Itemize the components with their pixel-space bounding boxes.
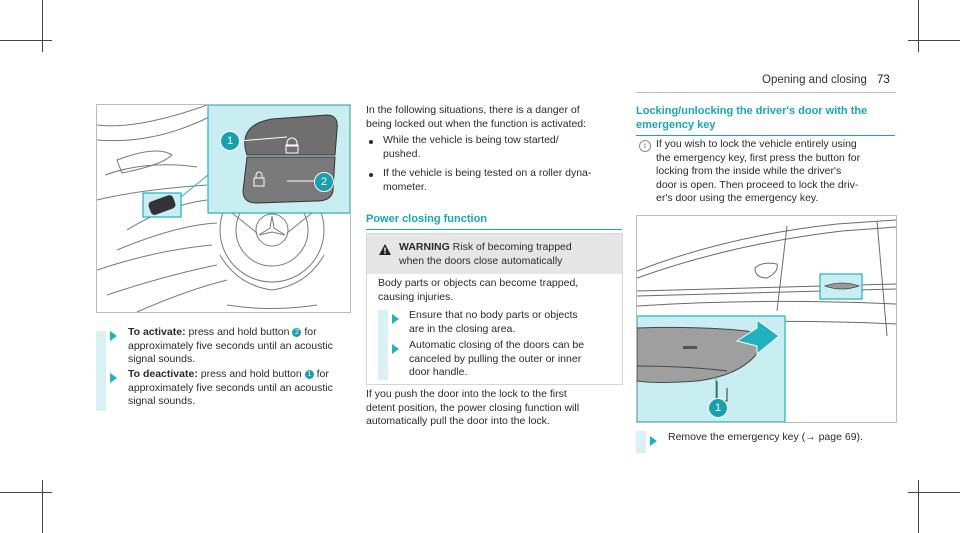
activate-line3: signal sounds. bbox=[128, 353, 196, 366]
warning-step-line: door handle. bbox=[409, 366, 468, 379]
bullet-item: While the vehicle is being tow started/ … bbox=[383, 134, 623, 161]
info-line: locking from the inside while the driver… bbox=[656, 165, 842, 178]
section-rule bbox=[636, 135, 895, 136]
crop-mark bbox=[918, 480, 919, 533]
header-rule bbox=[636, 92, 896, 93]
crop-mark bbox=[42, 0, 43, 52]
bullet-line: While the vehicle is being tow started/ bbox=[383, 134, 559, 146]
crop-mark bbox=[908, 492, 960, 493]
deactivate-step: To deactivate: press and hold button 1 f… bbox=[128, 368, 353, 409]
running-header: Opening and closing bbox=[762, 74, 867, 86]
deactivate-line3: signal sounds. bbox=[128, 395, 196, 408]
button-2-ref: 2 bbox=[292, 328, 302, 337]
bullet-line: pushed. bbox=[383, 147, 421, 160]
bullet-line: mometer. bbox=[383, 180, 427, 193]
bullet-dot bbox=[369, 140, 373, 144]
bullet-item: If the vehicle is being tested on a roll… bbox=[383, 167, 623, 194]
emergency-key-figure: 1 bbox=[636, 215, 897, 423]
activate-text: press and hold button bbox=[188, 326, 290, 338]
info-line: If you wish to lock the vehicle entirely… bbox=[656, 138, 857, 150]
activate-step: To activate: press and hold button 2 for… bbox=[128, 326, 353, 367]
warning-body-line: Body parts or objects can become trapped… bbox=[378, 277, 579, 289]
outro-line: If you push the door into the lock to th… bbox=[366, 388, 567, 400]
info-line: er's door using the emergency key. bbox=[656, 192, 819, 205]
warning-step-line: canceled by pulling the outer or inner bbox=[409, 352, 582, 365]
intro-paragraph: In the following situations, there is a … bbox=[366, 104, 626, 131]
section-title: Power closing function bbox=[366, 213, 488, 225]
warning-step: Ensure that no body parts or objects are… bbox=[409, 309, 619, 336]
warning-word: WARNING bbox=[399, 241, 450, 253]
callout-1: 1 bbox=[708, 398, 728, 418]
heading-line: emergency key bbox=[636, 119, 716, 131]
intro-line: being locked out when the function is ac… bbox=[366, 117, 587, 130]
activate-line2: approximately five seconds until an acou… bbox=[128, 339, 333, 352]
crop-mark bbox=[0, 40, 52, 41]
step-bar bbox=[378, 310, 388, 380]
remove-key-step: Remove the emergency key (→ page 69). bbox=[668, 431, 896, 445]
crop-mark bbox=[0, 492, 52, 493]
bullet-line: If the vehicle is being tested on a roll… bbox=[383, 167, 592, 179]
step-arrow-icon bbox=[110, 331, 117, 341]
warning-title: WARNING Risk of becoming trapped when th… bbox=[399, 241, 619, 268]
section-rule bbox=[366, 229, 622, 230]
warning-step: Automatic closing of the doors can be ca… bbox=[409, 339, 619, 380]
page-ref-arrow: → bbox=[805, 431, 816, 443]
car-door-illustration bbox=[637, 219, 896, 422]
page-ref-link[interactable]: page 69). bbox=[815, 431, 863, 443]
callout-2: 2 bbox=[314, 172, 334, 192]
crop-mark bbox=[42, 480, 43, 533]
info-icon: i bbox=[639, 140, 651, 152]
door-interior-illustration bbox=[97, 105, 350, 312]
intro-line: In the following situations, there is a … bbox=[366, 104, 580, 116]
outro-line: automatically pull the door into the loc… bbox=[366, 415, 550, 428]
warning-body-line: causing injuries. bbox=[378, 290, 454, 303]
deactivate-label: To deactivate: bbox=[128, 368, 198, 380]
warning-triangle-icon bbox=[379, 244, 391, 255]
warning-box: WARNING Risk of becoming trapped when th… bbox=[366, 233, 623, 385]
activate-for: for bbox=[304, 326, 317, 338]
crop-mark bbox=[908, 40, 960, 41]
outro-line: detent position, the power closing funct… bbox=[366, 401, 580, 414]
door-switch-figure: 1 2 bbox=[96, 104, 351, 313]
step-text: Remove the emergency key ( bbox=[668, 431, 806, 443]
step-bar bbox=[96, 331, 106, 411]
page-number: 73 bbox=[877, 74, 890, 86]
outro-paragraph: If you push the door into the lock to th… bbox=[366, 388, 626, 429]
callout-1: 1 bbox=[220, 131, 240, 151]
deactivate-text: press and hold button bbox=[200, 368, 302, 380]
step-arrow-icon bbox=[650, 436, 657, 446]
warning-step-line: Ensure that no body parts or objects bbox=[409, 309, 578, 321]
info-line: the emergency key, first press the butto… bbox=[656, 151, 861, 164]
section-heading: Locking/unlocking the driver's door with… bbox=[636, 104, 901, 132]
deactivate-line2: approximately five seconds until an acou… bbox=[128, 381, 333, 394]
info-note: If you wish to lock the vehicle entirely… bbox=[656, 138, 896, 206]
warning-step-line: Automatic closing of the doors can be bbox=[409, 339, 585, 351]
button-1-ref: 1 bbox=[304, 370, 314, 379]
step-bar bbox=[636, 431, 646, 453]
activate-label: To activate: bbox=[128, 326, 186, 338]
step-arrow-icon bbox=[392, 314, 399, 324]
step-arrow-icon bbox=[392, 344, 399, 354]
warning-body: Body parts or objects can become trapped… bbox=[378, 277, 618, 304]
bullet-dot bbox=[369, 173, 373, 177]
warning-step-line: are in the closing area. bbox=[409, 322, 516, 335]
crop-mark bbox=[918, 0, 919, 52]
warning-title-line2: when the doors close automatically bbox=[399, 254, 563, 267]
deactivate-for: for bbox=[316, 368, 329, 380]
step-arrow-icon bbox=[110, 373, 117, 383]
warning-title-text: Risk of becoming trapped bbox=[452, 241, 572, 253]
info-line: door is open. Then proceed to lock the d… bbox=[656, 178, 859, 191]
heading-line: Locking/unlocking the driver's door with… bbox=[636, 105, 868, 117]
warning-header bbox=[367, 234, 622, 274]
